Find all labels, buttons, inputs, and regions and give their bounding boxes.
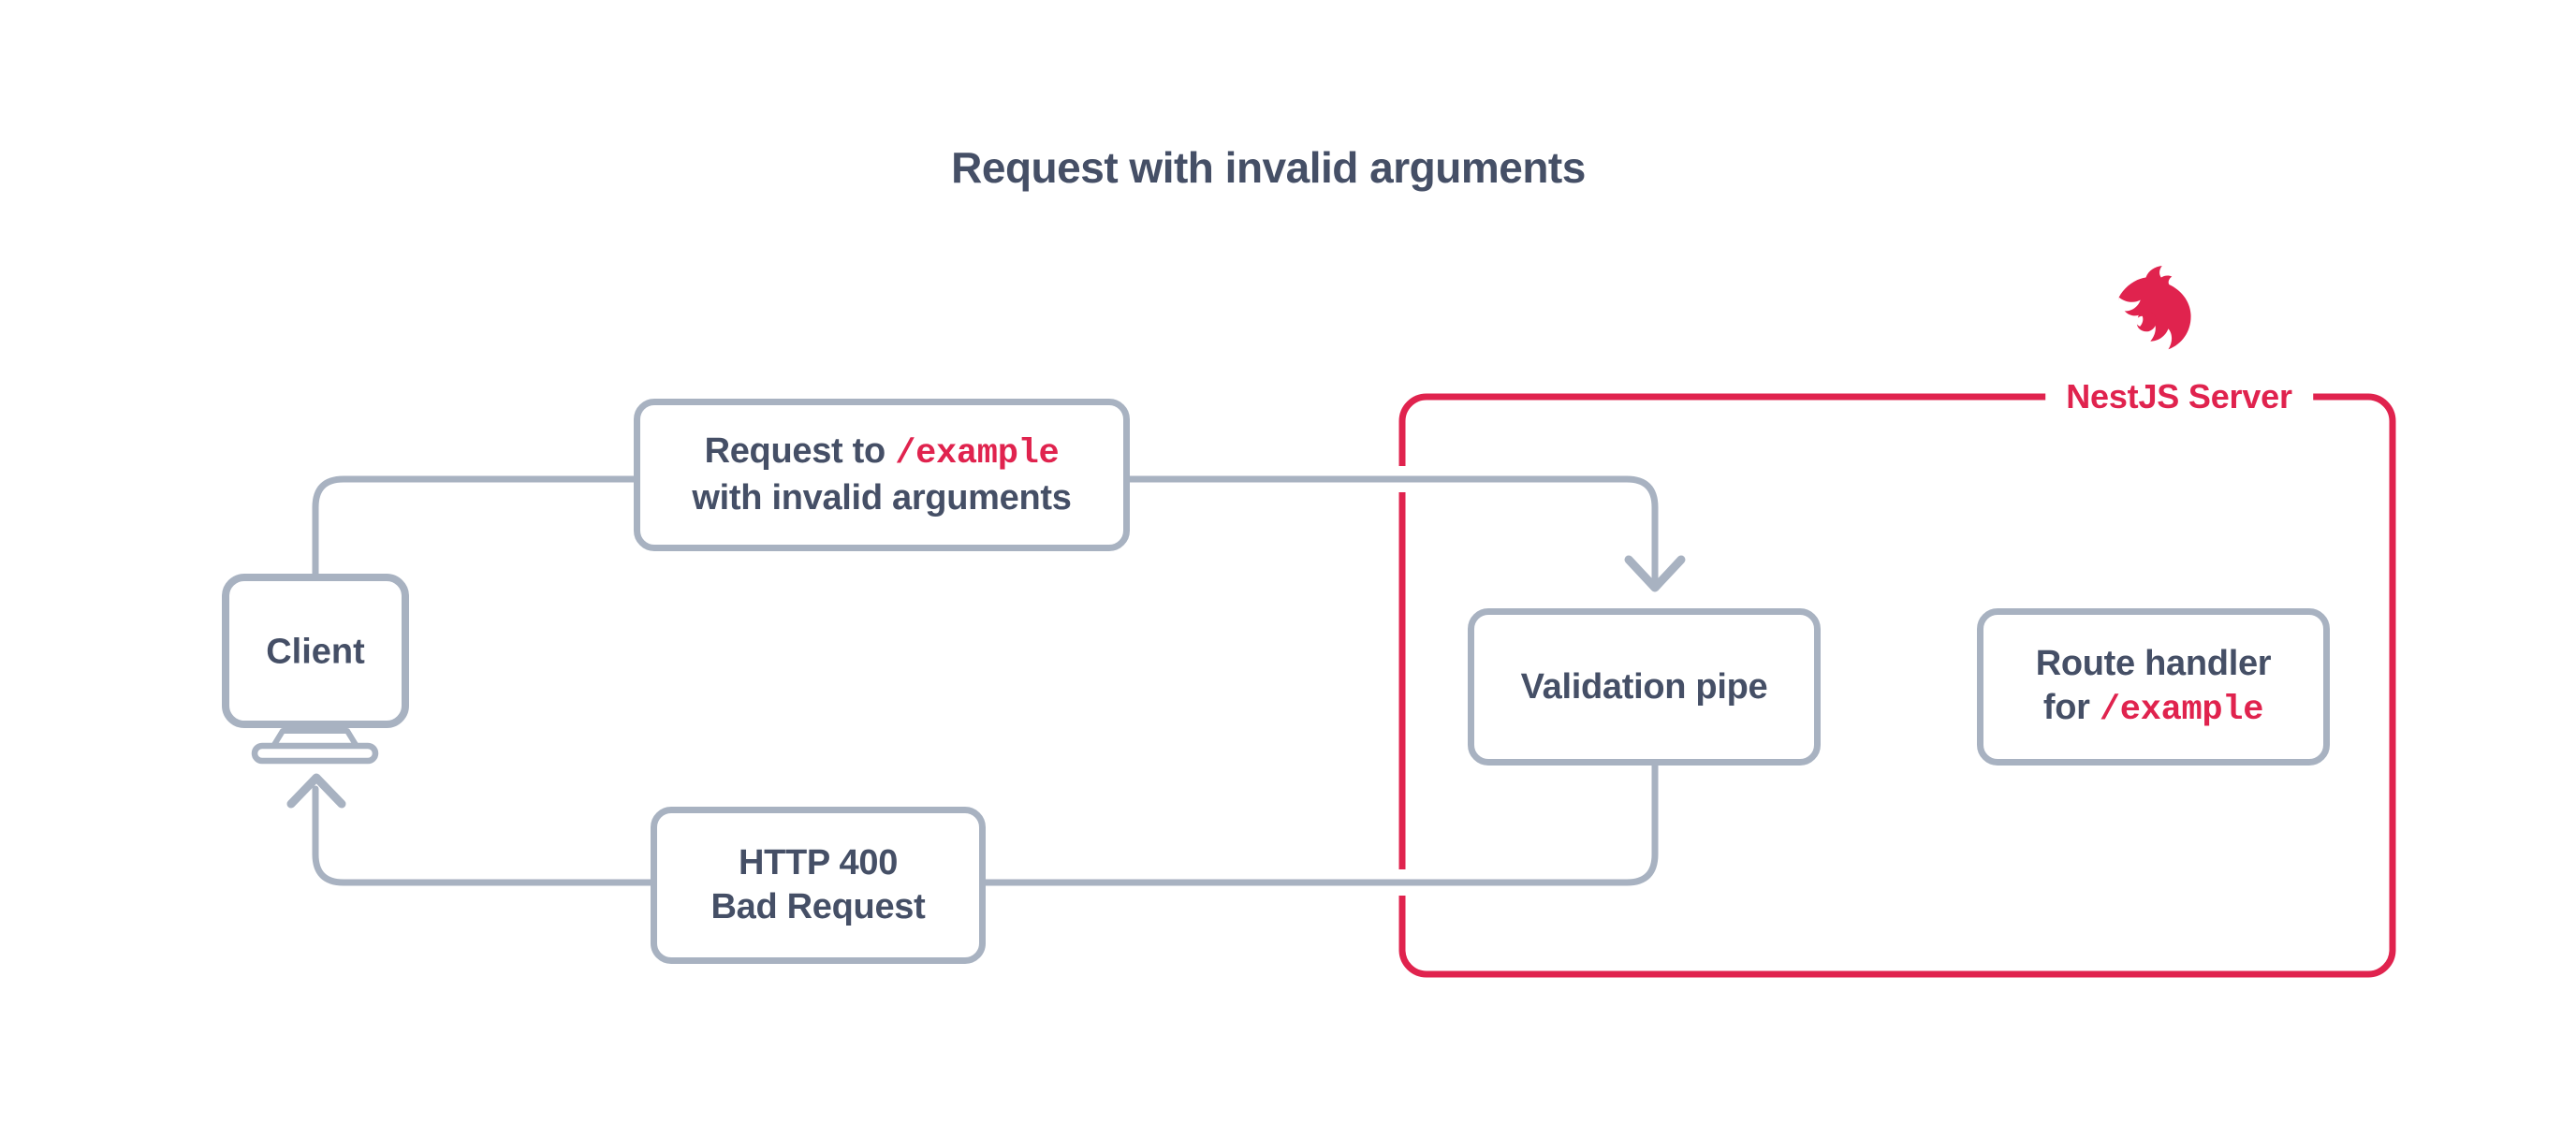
request-box-line1: Request to /example [705,430,1060,476]
route-handler-box: Route handler for /example [1977,608,2330,766]
validation-pipe-label: Validation pipe [1520,666,1768,707]
arrow-up-icon [286,773,346,809]
request-box: Request to /example with invalid argumen… [634,399,1130,551]
request-box-line2: with invalid arguments [692,478,1072,518]
http400-line2: Bad Request [710,887,926,926]
nestjs-server-label: NestJS Server [2045,375,2313,418]
route-handler-line2: for /example [2042,686,2264,733]
request-box-text: Request to [704,431,896,471]
http400-box: HTTP 400 Bad Request [651,807,986,964]
connector-client-to-request [312,475,650,580]
client-label: Client [266,632,365,672]
diagram-title: Request with invalid arguments [951,143,1586,192]
monitor-icon [222,574,409,765]
nestjs-logo-icon [2118,266,2191,350]
nestjs-server-boundary [1398,393,2396,978]
connector-http400-to-client [312,785,657,886]
validation-pipe-box: Validation pipe [1468,608,1821,766]
route-handler-text: for [2042,687,2100,727]
request-box-endpoint-code: /example [895,434,1060,474]
connector-validation-to-http400 [979,760,1659,886]
connector-request-to-validation [1122,475,1659,582]
route-handler-line1: Route handler [2035,643,2272,683]
route-handler-endpoint-code: /example [2099,690,2264,730]
arrow-down-icon [1624,555,1686,592]
http400-line1: HTTP 400 [738,843,899,882]
